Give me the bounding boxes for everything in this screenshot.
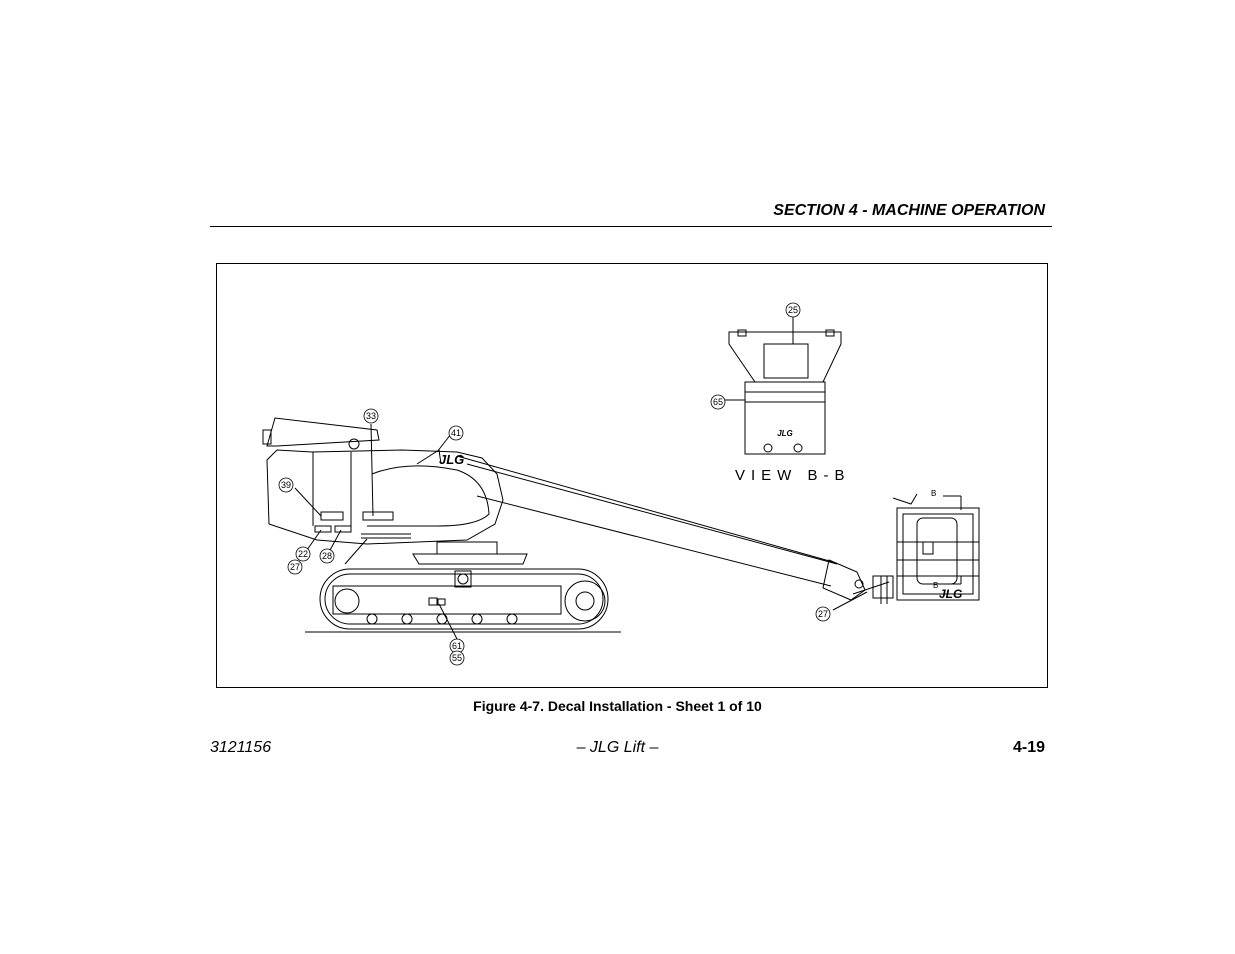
callout-39: 39 (278, 477, 294, 493)
callout-25: 25 (785, 302, 801, 318)
leader-lines (294, 423, 868, 640)
jlg-logo-boom: JLG (439, 452, 464, 467)
callouts: 25 65 33 41 39 22 27 28 61 55 27 (278, 302, 831, 666)
figure-frame: 25 65 33 41 39 22 27 28 61 55 27 JLG JLG… (216, 263, 1048, 688)
svg-text:41: 41 (451, 428, 461, 438)
figure-caption: Figure 4-7. Decal Installation - Sheet 1… (473, 698, 762, 714)
svg-text:55: 55 (452, 653, 462, 663)
callout-22: 22 (295, 546, 311, 562)
section-marker-bottom: B (933, 581, 938, 590)
callout-55: 55 (449, 650, 465, 666)
section-title: SECTION 4 - MACHINE OPERATION (773, 202, 1045, 219)
svg-text:28: 28 (322, 551, 332, 561)
turntable (344, 538, 528, 565)
svg-text:61: 61 (452, 641, 462, 651)
callout-27-platform: 27 (815, 606, 831, 622)
boom (456, 455, 890, 601)
platform (872, 493, 980, 604)
view-bb-drawing (723, 316, 842, 455)
callout-27: 27 (287, 559, 303, 575)
footer-center-title: – JLG Lift – (576, 739, 659, 756)
decal-installation-drawing: 25 65 33 41 39 22 27 28 61 55 27 JLG JLG… (262, 302, 980, 666)
callout-65: 65 (710, 394, 726, 410)
jlg-logo-view: JLG (777, 429, 793, 438)
callout-41: 41 (448, 425, 464, 441)
svg-text:65: 65 (713, 397, 723, 407)
header-rule (210, 226, 1052, 227)
footer-page-number: 4-19 (1012, 739, 1045, 756)
svg-text:25: 25 (788, 305, 798, 315)
track-assembly (319, 568, 609, 630)
svg-text:27: 27 (818, 609, 828, 619)
svg-text:27: 27 (290, 562, 300, 572)
footer-doc-number: 3121156 (210, 739, 272, 756)
section-marker-top: B (931, 489, 936, 498)
svg-text:39: 39 (281, 480, 291, 490)
svg-text:33: 33 (366, 411, 376, 421)
callout-33: 33 (363, 408, 379, 424)
svg-text:22: 22 (298, 549, 308, 559)
superstructure (262, 417, 504, 545)
jlg-logo-platform: JLG (939, 587, 962, 601)
callout-28: 28 (319, 548, 335, 564)
view-label: VIEW B-B (735, 467, 851, 484)
